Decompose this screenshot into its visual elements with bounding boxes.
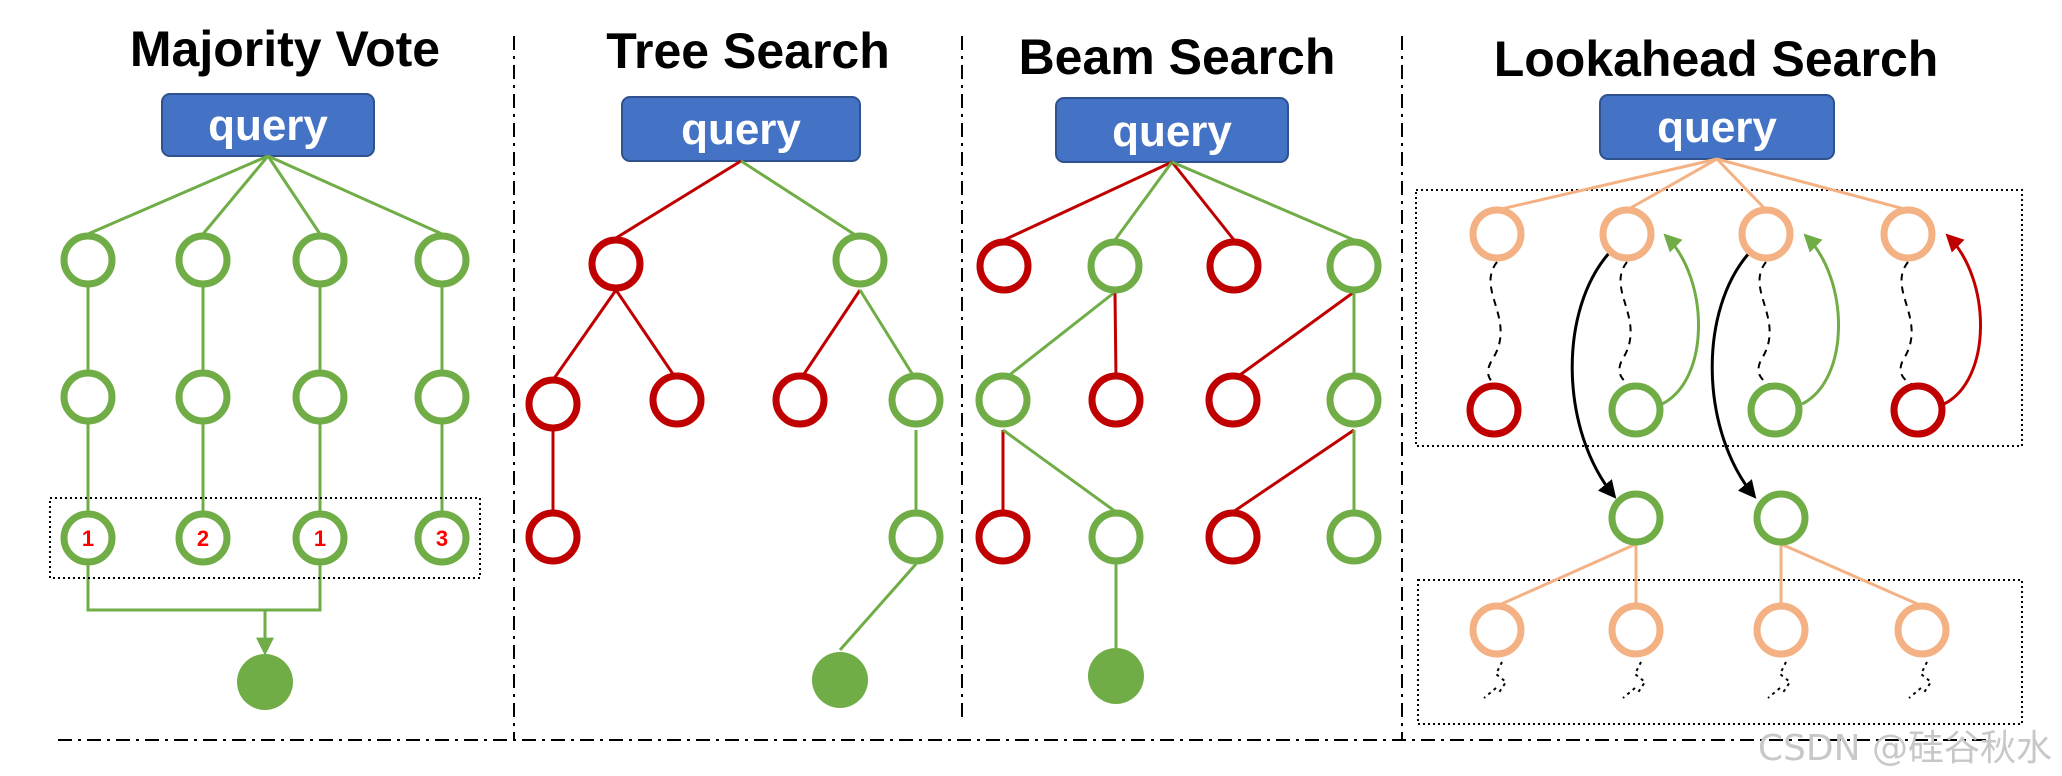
candidate-node [1608, 602, 1664, 658]
pruned-node [649, 372, 705, 428]
rollout-paths [1487, 261, 1915, 387]
pruned-node [1890, 382, 1946, 438]
tree-node [1608, 382, 1664, 438]
candidate-node [1894, 602, 1950, 658]
tree-node [292, 369, 348, 425]
tree-node [1326, 509, 1382, 565]
vote-count-label: 1 [314, 526, 326, 551]
tree-node [414, 232, 470, 288]
tree-node [60, 369, 116, 425]
tree-node [60, 232, 116, 288]
query-label: query [1112, 107, 1232, 156]
tree-node [1326, 238, 1382, 294]
pruned-node [588, 236, 644, 292]
candidate-node [1753, 602, 1809, 658]
continuation-marks [1483, 661, 1933, 699]
query-label: query [208, 101, 328, 150]
pruned-node [975, 509, 1031, 565]
tree-nodes [60, 232, 470, 566]
panel-tree-search: Tree Search query [525, 23, 944, 708]
pruned-node [772, 372, 828, 428]
tree-edges [551, 159, 918, 651]
pruned-node [525, 376, 581, 432]
watermark: CSDN @硅谷秋水 [1758, 728, 2052, 769]
candidate-node [1738, 206, 1794, 262]
vote-count-label: 3 [436, 526, 448, 551]
panel-majority-vote: Majority Vote query [49, 21, 481, 710]
expansion-group-box [1417, 579, 2023, 725]
pruned-node [1205, 372, 1261, 428]
tree-node [832, 232, 888, 288]
candidate-node [1469, 206, 1525, 262]
tree-nodes [1466, 206, 1950, 658]
panel-title: Lookahead Search [1494, 31, 1939, 87]
pruned-node [1088, 372, 1144, 428]
pruned-node [525, 509, 581, 565]
tree-node [414, 369, 470, 425]
pruned-node [976, 238, 1032, 294]
vote-count-label: 1 [82, 526, 94, 551]
pruned-node [1466, 382, 1522, 438]
candidate-node [1469, 602, 1525, 658]
vote-count-label: 2 [197, 526, 209, 551]
tree-edges [86, 154, 444, 656]
candidate-node [1880, 206, 1936, 262]
tree-edges [1496, 157, 1923, 608]
rollout-group-box [1415, 189, 2023, 447]
tree-node [175, 369, 231, 425]
tree-node [292, 510, 348, 566]
panel-title: Majority Vote [130, 21, 440, 77]
tree-node [1088, 509, 1144, 565]
tree-node [175, 510, 231, 566]
panel-title: Beam Search [1019, 29, 1336, 85]
tree-node [1608, 490, 1664, 546]
pruned-node [1206, 238, 1262, 294]
tree-node [175, 232, 231, 288]
tree-edges [1001, 160, 1356, 648]
tree-node [888, 509, 944, 565]
tree-node [60, 510, 116, 566]
pruned-node [1205, 509, 1261, 565]
panel-separators [58, 36, 1990, 741]
vote-group-box [49, 497, 481, 579]
tree-nodes [975, 238, 1382, 565]
candidate-node [1599, 206, 1655, 262]
panel-title: Tree Search [606, 23, 890, 79]
panel-beam-search: Beam Search query [975, 29, 1382, 704]
tree-node [414, 510, 470, 566]
tree-node [1087, 238, 1143, 294]
tree-nodes [525, 232, 944, 565]
value-backup-arrows [1570, 233, 1982, 499]
query-label: query [681, 105, 801, 154]
panel-lookahead-search: Lookahead Search query [1415, 31, 2023, 725]
final-answer-node [1088, 648, 1144, 704]
query-label: query [1657, 103, 1777, 152]
tree-node [1753, 490, 1809, 546]
tree-node [975, 372, 1031, 428]
final-answer-node [237, 654, 293, 710]
final-answer-node [812, 652, 868, 708]
tree-node [1326, 372, 1382, 428]
tree-node [292, 232, 348, 288]
tree-node [888, 372, 944, 428]
tree-node [1747, 382, 1803, 438]
